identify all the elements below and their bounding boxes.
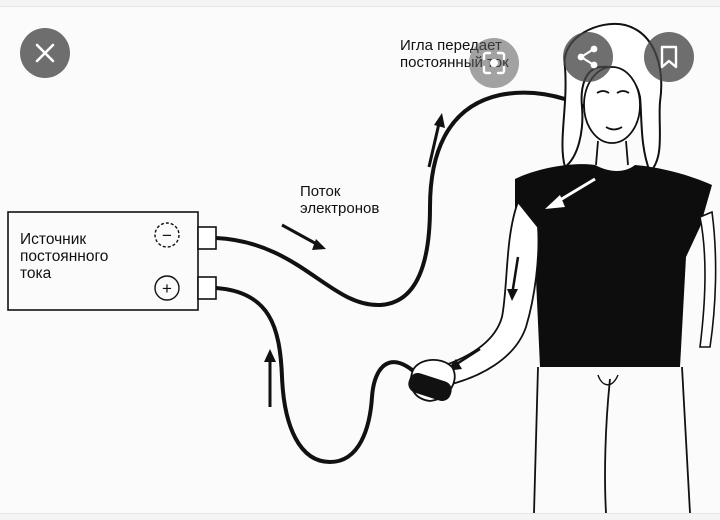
minus-symbol: − xyxy=(162,226,172,245)
close-icon xyxy=(35,43,55,63)
lens-icon xyxy=(482,51,506,75)
left-arm xyxy=(438,200,540,387)
flow-arrow-2 xyxy=(427,118,442,168)
lower-wire xyxy=(215,286,422,465)
share-icon xyxy=(577,45,598,69)
power-source-label: Источник постоянного тока xyxy=(20,231,109,282)
minus-circle xyxy=(154,222,180,248)
electron-flow-label: Поток электронов xyxy=(300,183,380,217)
power-source-box xyxy=(7,211,199,311)
share-button[interactable] xyxy=(563,32,613,82)
black-top xyxy=(515,164,712,367)
handle xyxy=(408,373,452,401)
eyes xyxy=(596,90,630,94)
close-button[interactable] xyxy=(20,28,70,78)
face xyxy=(583,66,641,144)
bookmark-button[interactable] xyxy=(644,32,694,82)
lens-button[interactable] xyxy=(469,38,519,88)
bookmark-icon xyxy=(660,45,678,69)
plus-terminal xyxy=(197,276,217,300)
upper-wire xyxy=(215,90,586,308)
minus-terminal xyxy=(197,226,217,250)
pants xyxy=(533,366,691,513)
plus-circle xyxy=(154,275,180,301)
image-canvas: − + xyxy=(0,6,720,514)
plus-symbol: + xyxy=(162,279,172,298)
mouth xyxy=(605,126,623,131)
